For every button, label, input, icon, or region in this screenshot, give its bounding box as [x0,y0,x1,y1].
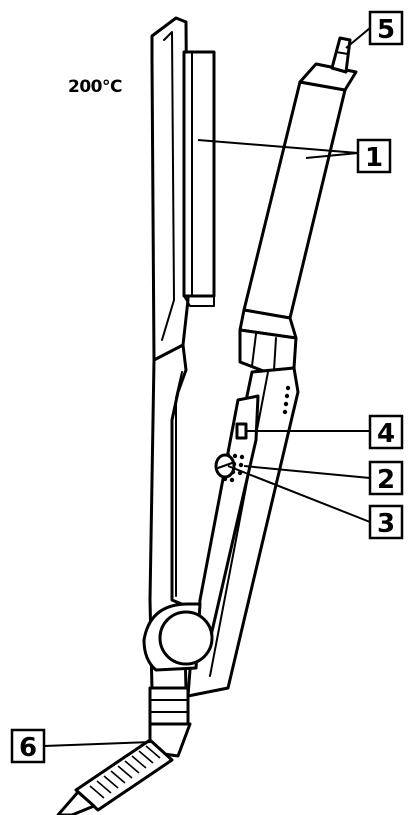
svg-text:1: 1 [365,143,383,173]
svg-text:3: 3 [377,509,395,539]
curling-barrel [238,36,358,374]
callout-3: 3 [227,465,404,540]
callout-1: 1 [197,138,392,174]
svg-text:5: 5 [377,15,395,45]
svg-text:2: 2 [377,465,395,495]
heating-plate [182,50,216,307]
svg-text:6: 6 [19,733,37,763]
hinge [142,602,214,672]
temperature-label: 200°C [68,77,122,97]
callout-2: 2 [243,460,404,496]
svg-text:4: 4 [377,419,395,449]
indicator-light [235,422,248,440]
callout-4: 4 [246,414,404,450]
swivel-cord-connector [56,686,192,815]
callout-5: 5 [345,10,404,49]
cool-tip [330,36,352,74]
straightener-arm [148,16,216,692]
callout-6: 6 [10,728,153,764]
power-switch [214,453,236,479]
